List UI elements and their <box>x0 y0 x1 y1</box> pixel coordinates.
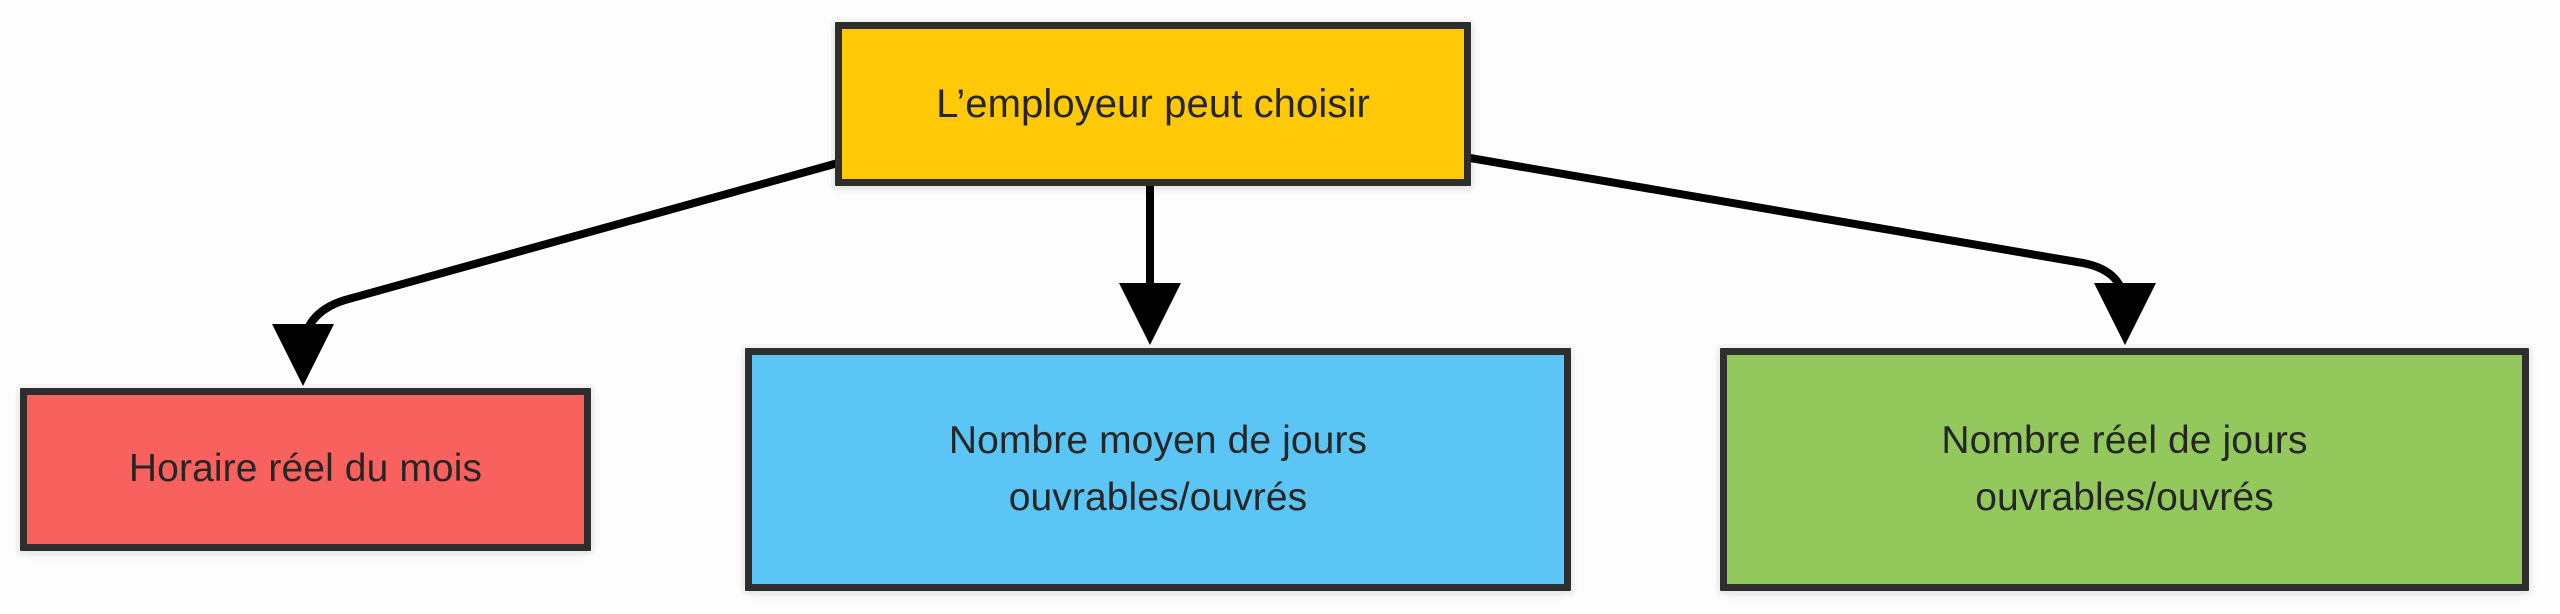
node-root-employer-choice[interactable]: L’employeur peut choisir <box>835 22 1471 186</box>
node-option-average-working-days[interactable]: Nombre moyen de jours ouvrables/ouvrés <box>745 348 1571 591</box>
node-option-actual-working-days[interactable]: Nombre réel de jours ouvrables/ouvrés <box>1720 348 2529 591</box>
node-option-c-label: Nombre réel de jours ouvrables/ouvrés <box>1941 418 2308 519</box>
connector-root-to-option-a <box>299 159 840 353</box>
arrowhead-option-c <box>2094 283 2156 345</box>
node-option-actual-monthly-hours[interactable]: Horaire réel du mois <box>20 388 591 551</box>
node-option-a-label: Horaire réel du mois <box>128 447 483 491</box>
node-option-b-label: Nombre moyen de jours ouvrables/ouvrés <box>948 418 1368 519</box>
arrowhead-option-a <box>272 324 334 386</box>
arrowhead-option-b <box>1119 283 1181 345</box>
connector-root-to-option-c <box>1469 154 2129 309</box>
node-root-label: L’employeur peut choisir <box>936 82 1370 126</box>
